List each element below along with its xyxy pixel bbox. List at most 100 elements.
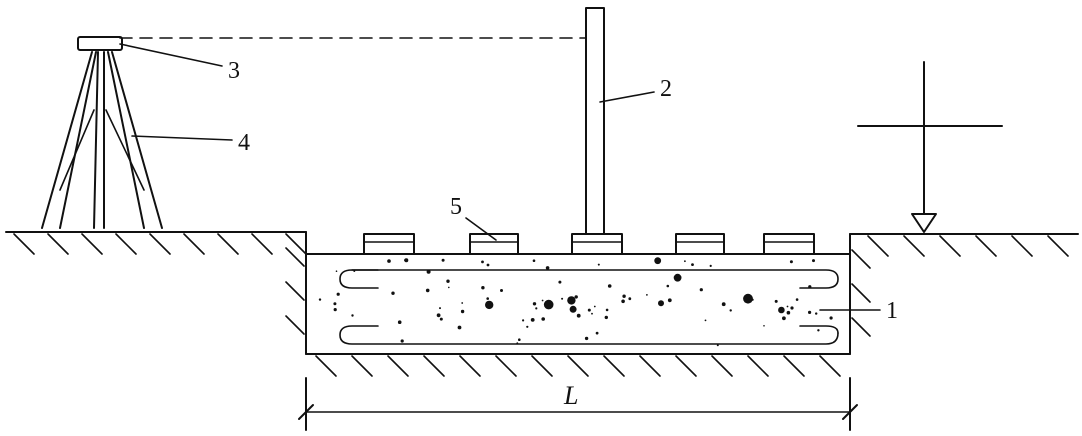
aggregate-speck: [704, 319, 707, 322]
ground-hatch: [285, 233, 307, 255]
aggregate-speck: [481, 286, 485, 290]
aggregate-speck: [439, 317, 443, 321]
rebar-hook-right-bottom: [799, 325, 839, 334]
aggregate-speck: [699, 288, 703, 292]
aggregate-speck: [789, 260, 793, 264]
aggregate-speck: [646, 294, 648, 296]
aggregate-speck: [436, 313, 441, 318]
ground-hatch: [459, 355, 481, 377]
aggregate-speck: [441, 258, 445, 262]
aggregate-speck: [522, 319, 525, 322]
aggregate-speck: [397, 320, 402, 325]
ground-hatch: [939, 235, 961, 257]
aggregate-speck: [532, 259, 536, 263]
aggregate-speck: [333, 302, 337, 306]
aggregate-speck: [817, 329, 820, 332]
ground-hatch: [13, 233, 35, 255]
aggregate-speck: [558, 280, 562, 284]
ground-hatch: [387, 355, 409, 377]
aggregate-speck: [535, 307, 538, 310]
rebar-top: [351, 269, 839, 289]
aggregate-speck: [353, 270, 356, 272]
ground-hatch: [531, 355, 553, 377]
aggregate-speck: [518, 338, 521, 342]
aggregate-speck: [404, 258, 409, 263]
ground-hatch: [783, 355, 805, 377]
aggregate-speck: [576, 313, 581, 318]
aggregate-speck: [400, 339, 404, 343]
block-3: [571, 233, 623, 255]
ground-hatch: [351, 355, 373, 377]
label-tripod: 4: [238, 130, 250, 156]
ground-hatch: [975, 235, 997, 257]
aggregate-speck: [541, 317, 545, 321]
aggregate-speck: [516, 342, 519, 345]
aggregate-speck: [605, 308, 609, 312]
ground-hatch: [423, 355, 445, 377]
label-length: L: [563, 381, 578, 410]
aggregate-speck: [786, 310, 791, 315]
ground-hatch: [315, 355, 337, 377]
ground-hatch: [285, 281, 305, 301]
aggregate-speck: [387, 259, 391, 263]
aggregate-speck: [763, 325, 765, 327]
ground-hatch: [867, 235, 889, 257]
aggregate-speck: [628, 297, 632, 301]
ground-hatch: [567, 355, 589, 377]
aggregate-speck: [729, 309, 732, 312]
aggregate-speck: [786, 305, 789, 308]
ground-hatch: [81, 233, 103, 255]
block-1: [363, 233, 415, 255]
aggregate-speck: [721, 302, 726, 307]
aggregate-speck: [318, 298, 322, 301]
aggregate-speck: [743, 293, 753, 304]
aggregate-speck: [774, 299, 778, 303]
aggregate-speck: [336, 292, 340, 296]
concrete-aggregate: [318, 257, 833, 347]
aggregate-speck: [543, 299, 554, 310]
label-level: 3: [228, 58, 240, 84]
aggregate-speck: [812, 259, 815, 263]
aggregate-speck: [795, 298, 799, 301]
aggregate-speck: [684, 260, 686, 263]
aggregate-speck: [595, 331, 599, 335]
tripod: [41, 51, 163, 229]
aggregate-speck: [486, 263, 490, 267]
aggregate-speck: [584, 336, 589, 341]
dimension-length: [298, 377, 858, 431]
ground-hatch: [1011, 235, 1033, 257]
aggregate-speck: [439, 307, 441, 310]
aggregate-speck: [667, 298, 672, 303]
ground-hatch: [285, 247, 305, 267]
aggregate-speck: [532, 302, 537, 306]
aggregate-speck: [622, 294, 626, 298]
measurement-blocks: [363, 233, 815, 255]
aggregate-speck: [460, 309, 465, 314]
aggregate-speck: [530, 318, 535, 322]
aggregate-speck: [391, 291, 395, 295]
ground-hatch: [639, 355, 661, 377]
ground-hatch: [251, 233, 273, 255]
aggregate-speck: [426, 269, 431, 274]
aggregate-speck: [607, 284, 612, 288]
aggregate-speck: [485, 300, 494, 310]
rebar-hook-left-top: [339, 269, 379, 289]
label-beam: 1: [886, 298, 898, 324]
aggregate-speck: [351, 314, 354, 317]
aggregate-speck: [666, 284, 670, 288]
aggregate-speck: [790, 306, 794, 310]
aggregate-speck: [673, 273, 682, 282]
aggregate-speck: [604, 315, 608, 320]
ground-hatch: [851, 249, 871, 269]
aggregate-speck: [500, 289, 503, 292]
aggregate-speck: [574, 295, 578, 299]
ground-hatch: [217, 233, 239, 255]
aggregate-speck: [541, 299, 544, 302]
ground-hatch: [851, 317, 871, 337]
aggregate-speck: [815, 312, 818, 315]
label-block: 5: [450, 194, 462, 220]
ground-hatch: [495, 355, 517, 377]
elevation-marker: [857, 61, 1003, 233]
block-2: [469, 233, 519, 255]
